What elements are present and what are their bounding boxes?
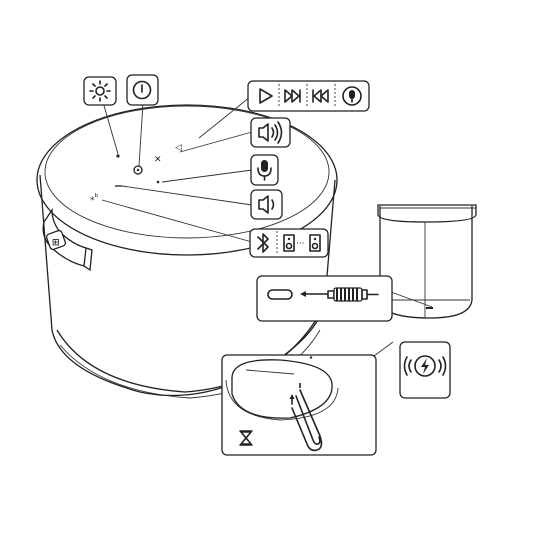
svg-text:✕: ✕: [154, 155, 162, 165]
media-controls-callout: [248, 81, 369, 111]
svg-text:···: ···: [296, 239, 305, 249]
light-callout: [84, 77, 116, 105]
svg-text:⁎ᵇ: ⁎ᵇ: [90, 193, 99, 203]
volume-down-callout: [251, 190, 282, 219]
svg-text:⊞: ⊞: [52, 238, 60, 248]
usb-c-callout: [257, 276, 392, 321]
reset-callout: [222, 355, 376, 455]
bluetooth-pairing-callout: ···: [250, 229, 328, 257]
power-callout: [127, 75, 158, 105]
side-speaker: [378, 205, 476, 318]
wireless-charging-callout: [400, 342, 450, 398]
volume-up-callout: [251, 118, 290, 147]
microphone-callout: [251, 155, 278, 185]
